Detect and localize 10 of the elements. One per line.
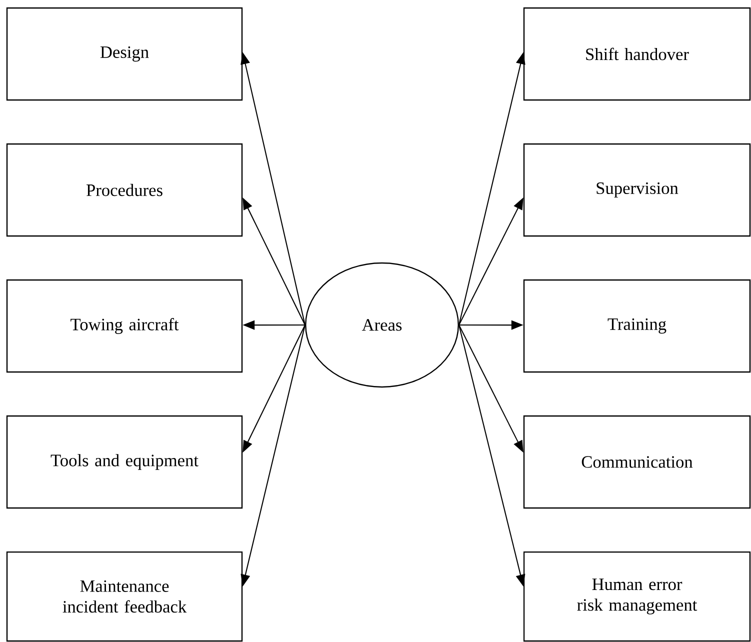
text-box: Human error risk management	[523, 551, 751, 642]
text-box: Supervision	[523, 143, 751, 237]
text-box: Tools and equipment	[6, 415, 243, 509]
text-box: Towing aircraft	[6, 279, 243, 373]
text-box: Shift handover	[523, 7, 751, 101]
text-box: Design	[6, 7, 243, 101]
text-box: Communication	[523, 415, 751, 509]
text-box: Maintenance incident feedback	[6, 551, 243, 642]
text-box: Procedures	[6, 143, 243, 237]
text-box: Training	[523, 279, 751, 373]
